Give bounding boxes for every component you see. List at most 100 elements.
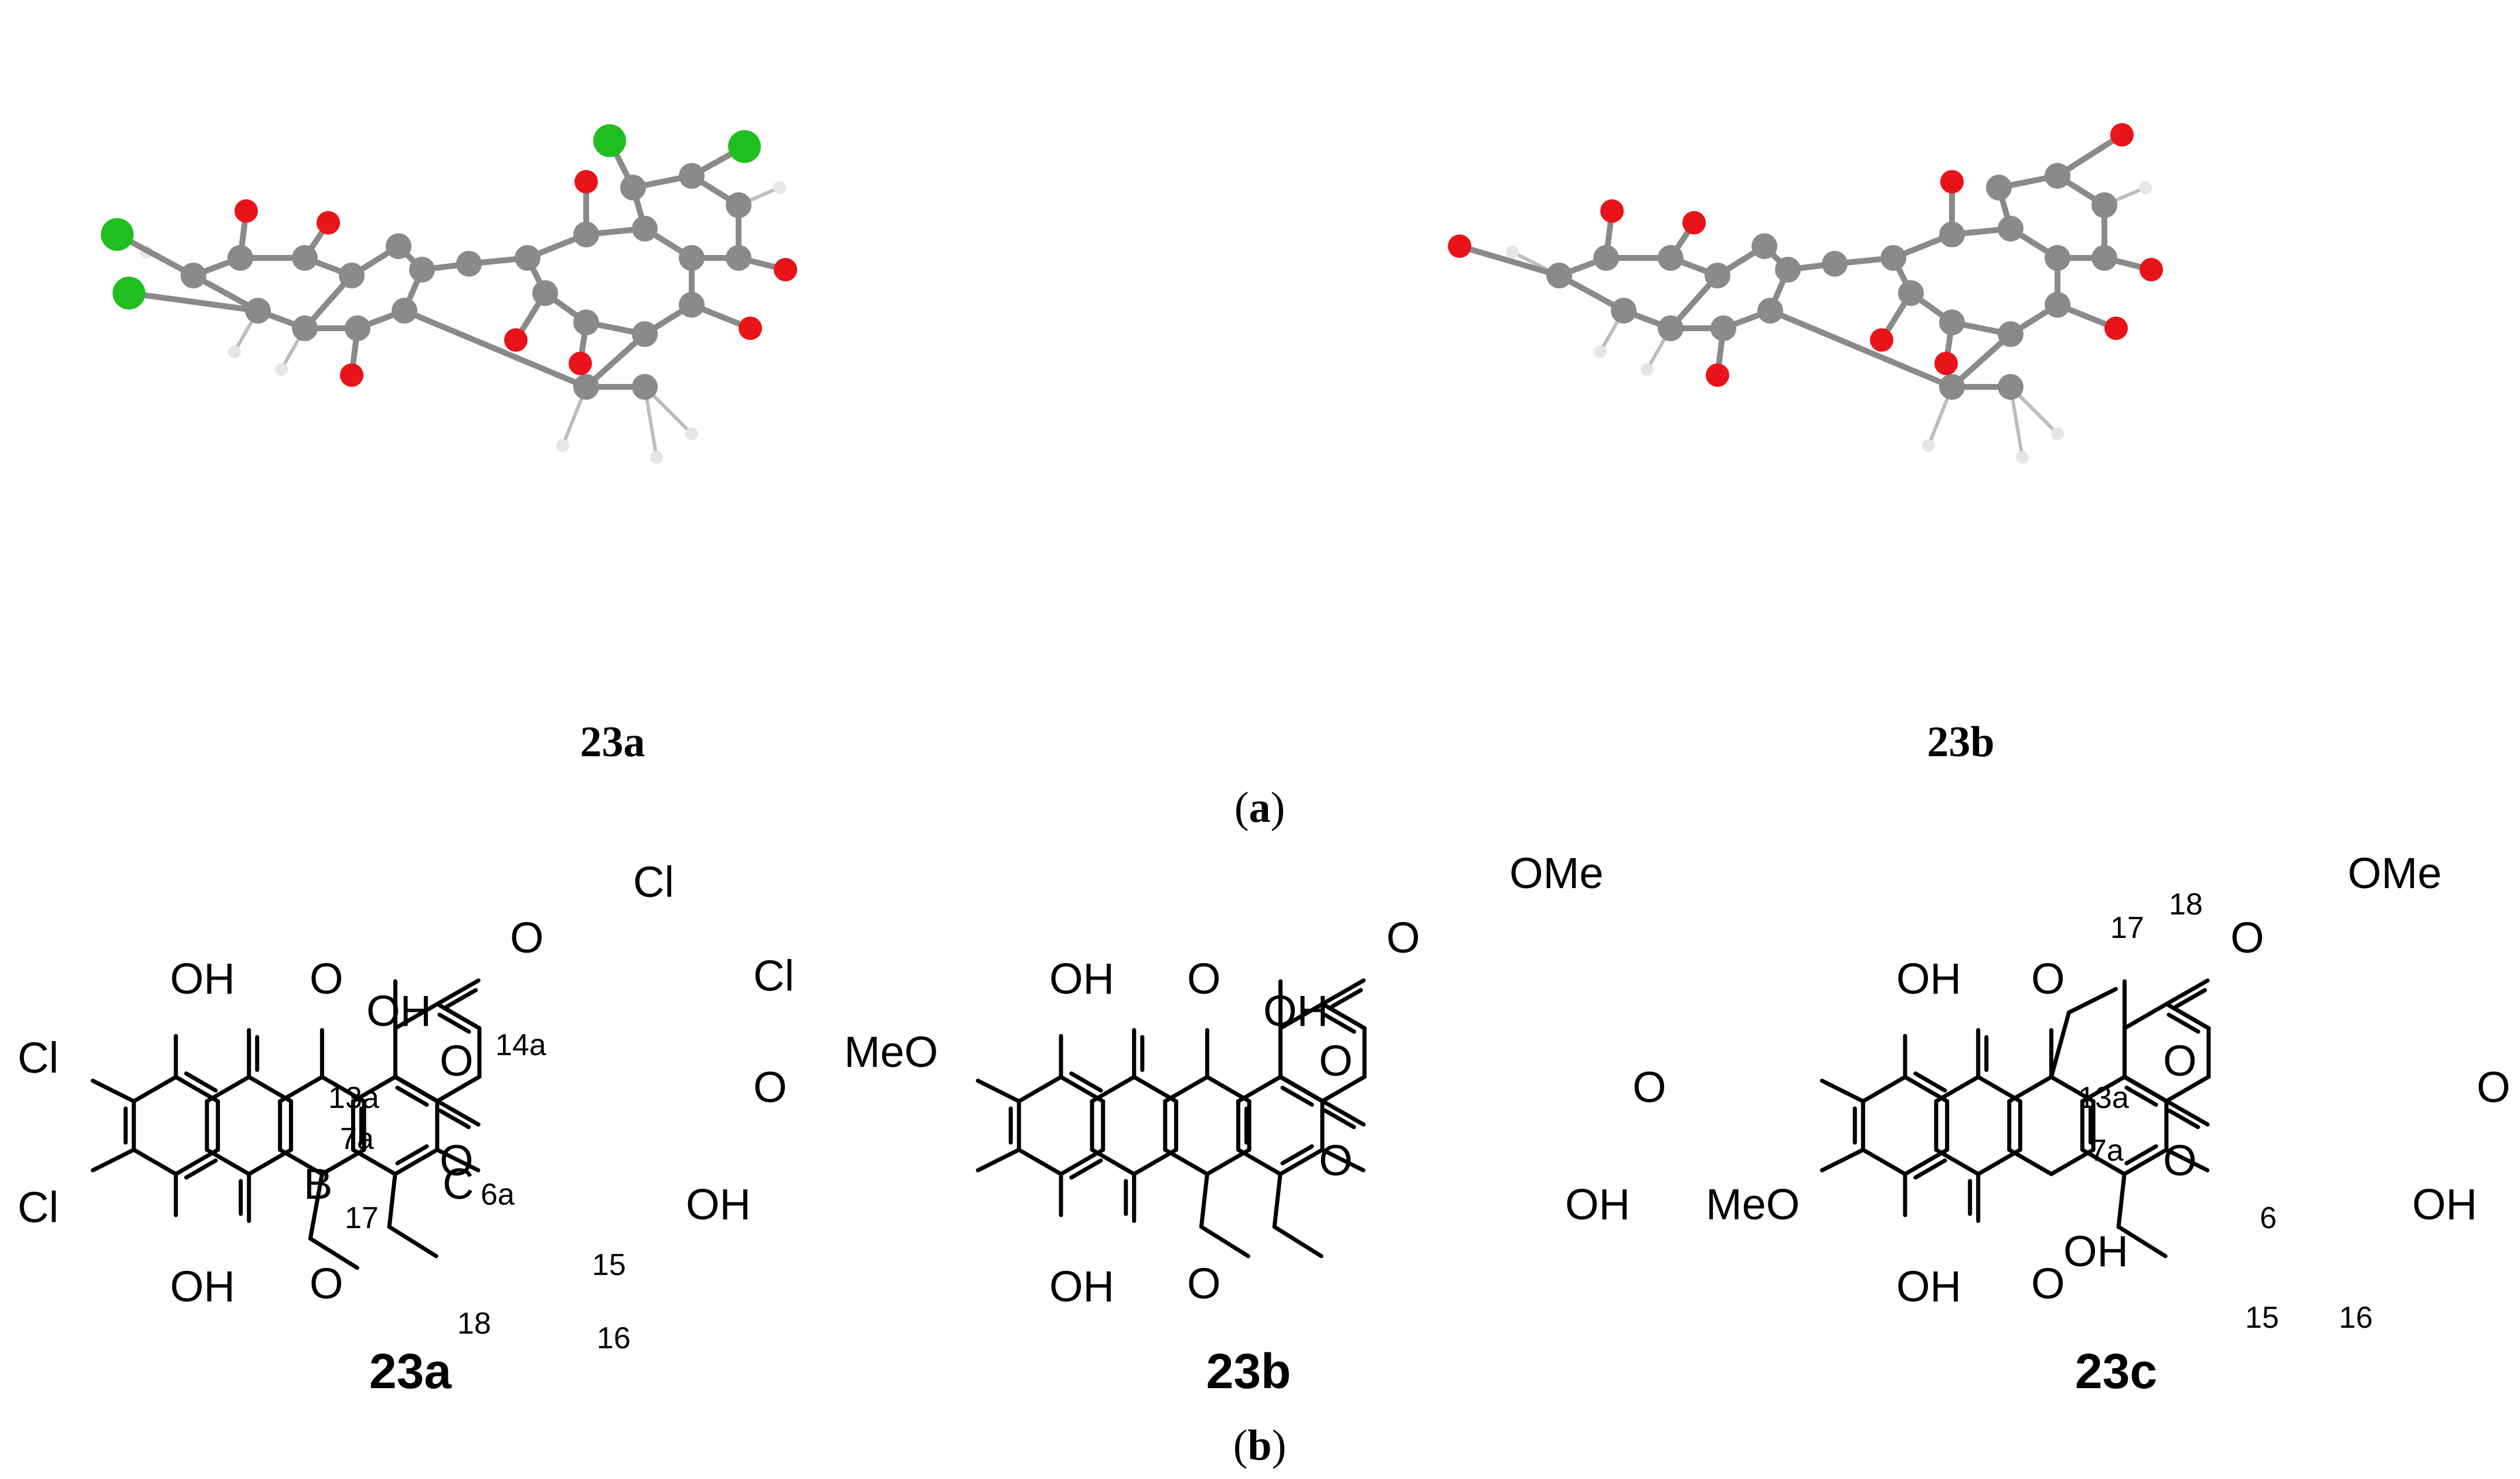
oxygen-atom	[504, 328, 528, 352]
carbon-atom	[726, 192, 751, 218]
atom-cl: Cl	[633, 858, 674, 906]
bond	[435, 1075, 482, 1103]
model-bond	[1457, 243, 1562, 278]
atom-oh: OH	[1263, 987, 1328, 1035]
carbon-atom	[1822, 251, 1848, 277]
bond	[1861, 1075, 1907, 1104]
bond	[1934, 1075, 1981, 1104]
atom-o: O	[1633, 1063, 1667, 1111]
bond	[438, 1109, 471, 1130]
carbon-atom	[1775, 257, 1801, 283]
hydrogen-atom	[1922, 439, 1935, 452]
oxygen-atom	[2140, 258, 2163, 281]
hydrogen-atom	[650, 451, 663, 464]
model-23b-ball-and-stick	[1448, 123, 2163, 464]
bond	[1236, 1075, 1283, 1104]
atom-oh: OH	[2063, 1227, 2128, 1276]
oxygen-atom	[2110, 123, 2134, 147]
atom-meo: MeO	[844, 1028, 938, 1076]
atom-o: O	[310, 1259, 344, 1308]
locant-13a: 13a	[2078, 1081, 2129, 1115]
bond	[1820, 1147, 1865, 1172]
bond	[387, 1172, 397, 1229]
bond	[2080, 1147, 2127, 1177]
hydrogen-atom	[2051, 427, 2064, 440]
bond	[1272, 1172, 1283, 1229]
atom-oh: OH	[1896, 954, 1961, 1003]
bond	[435, 1099, 481, 1127]
atom-oh: OH	[170, 954, 235, 1003]
hydrogen-atom	[228, 345, 241, 358]
model-bond	[583, 331, 648, 390]
bond	[2049, 1010, 2071, 1079]
locant-6a: 6a	[481, 1178, 515, 1212]
bond	[1199, 1172, 1209, 1229]
bond	[278, 1075, 324, 1104]
carbon-atom	[1880, 245, 1906, 271]
model-23a-ball-and-stick	[101, 124, 797, 464]
bond	[278, 1147, 324, 1177]
bond	[1069, 1071, 1103, 1093]
bond	[1163, 1075, 1209, 1104]
panel-b-caption: (b)	[1233, 1422, 1286, 1470]
bond	[435, 1147, 481, 1172]
locant-18: 18	[457, 1307, 491, 1341]
bond	[205, 1075, 251, 1104]
oxygen-atom	[1682, 211, 1706, 234]
structure-23a-bonds	[90, 978, 482, 1270]
carbon-atom	[339, 263, 365, 288]
panel-a-caption-letter: a	[1249, 784, 1271, 832]
structure-23c-label: 23c	[2075, 1344, 2157, 1399]
bond	[1163, 1147, 1209, 1177]
oxygen-atom	[574, 170, 598, 193]
chlorine-atom	[593, 124, 626, 157]
atom-oh: OH	[1049, 954, 1114, 1003]
oxygen-atom	[1870, 328, 1893, 352]
bond	[2122, 1147, 2169, 1177]
bond	[1278, 1147, 1325, 1177]
atom-oh: OH	[366, 987, 431, 1035]
carbon-atom	[2092, 192, 2117, 218]
carbon-atom	[679, 245, 705, 271]
bond	[975, 1147, 1021, 1172]
structure-23b-bonds	[975, 978, 1367, 1259]
bond	[90, 1079, 136, 1104]
locant-16: 16	[2339, 1301, 2373, 1335]
locant-7a: 7a	[340, 1122, 374, 1156]
bond	[1323, 1109, 1356, 1130]
atom-o: O	[2031, 1259, 2065, 1308]
hydrogen-atom	[2139, 181, 2152, 194]
hydrogen-atom	[685, 427, 698, 440]
bond	[393, 1075, 440, 1103]
bond	[2174, 988, 2208, 1009]
carbon-atom	[1752, 233, 1777, 259]
atom-o: O	[2163, 1136, 2197, 1185]
oxygen-atom	[1706, 363, 1729, 387]
bond	[2122, 1002, 2169, 1031]
oxygen-atom	[569, 352, 592, 375]
atom-o: O	[2031, 954, 2065, 1003]
atom-cl: Cl	[18, 1033, 59, 1082]
carbon-atom	[1705, 263, 1730, 288]
atom-o: O	[1187, 1259, 1221, 1308]
oxygen-atom	[234, 199, 258, 223]
bond	[435, 1002, 482, 1031]
carbon-atom	[1998, 216, 2024, 242]
bond	[2164, 1147, 2210, 1172]
atom-o: O	[1187, 954, 1221, 1003]
atom-oh: OH	[1565, 1180, 1630, 1229]
bond	[2164, 1099, 2210, 1127]
bond	[205, 1147, 251, 1177]
bond	[308, 1172, 324, 1241]
bond	[131, 1075, 178, 1104]
atom-o: O	[2477, 1063, 2511, 1111]
bond	[351, 1075, 397, 1104]
atom-oh: OH	[2412, 1180, 2477, 1229]
bond	[1320, 1147, 1366, 1172]
locant-7a: 7a	[2090, 1134, 2124, 1168]
carbon-atom	[1611, 298, 1637, 324]
model-23b-label: 23b	[1927, 718, 1994, 766]
chlorine-atom	[728, 130, 761, 163]
oxygen-atom	[1940, 170, 1964, 193]
